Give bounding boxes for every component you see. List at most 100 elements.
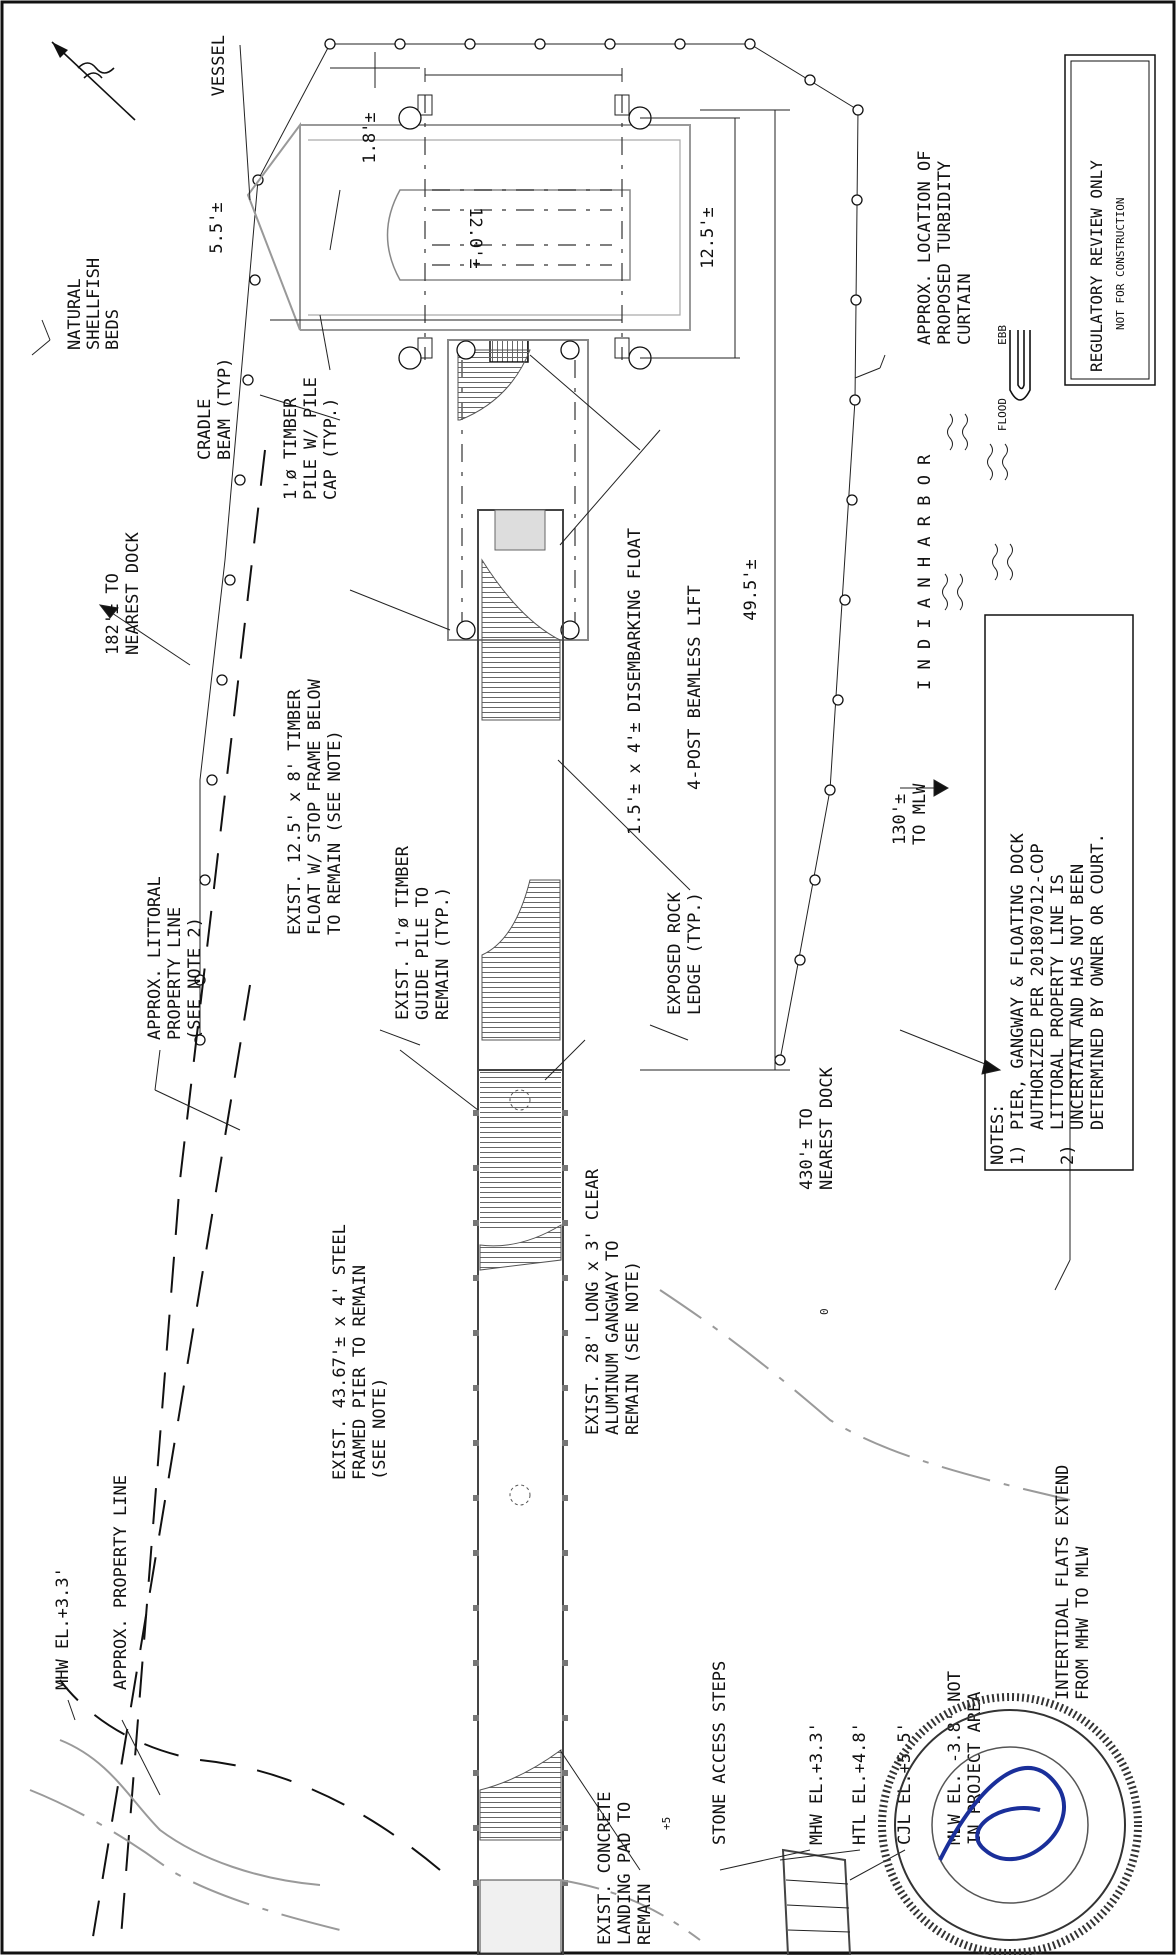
existing-float [447, 339, 589, 641]
leader-lines [31, 44, 1071, 1881]
curtain-float-dot [794, 954, 806, 966]
pier-post [473, 1715, 479, 1721]
curtain-float-dot [839, 594, 851, 606]
curtain-float-dot [832, 694, 844, 706]
pier-post [473, 1275, 479, 1281]
pier-label-3: (SEE NOTE) [370, 1378, 390, 1480]
gangway-label-2: ALUMINUM GANGWAY TO [603, 1241, 623, 1435]
not-for-construction-label: NOT FOR CONSTRUCTION [1114, 198, 1127, 330]
curtain-float-dot [774, 1054, 786, 1066]
pier-post [562, 1605, 568, 1611]
dim-1-8: 1.8'± [360, 112, 380, 163]
indian-harbor-label: I N D I A N H A R B O R [915, 454, 935, 690]
pier-post [473, 1330, 479, 1336]
contour-plus5-label: +5 [660, 1817, 673, 1830]
notes-box [984, 614, 1134, 1171]
curtain-float-dot [216, 674, 228, 686]
note-2-number: 2) [1058, 1145, 1078, 1165]
ebb-flood-icon [1009, 330, 1031, 401]
curtain-float-dot [851, 194, 863, 206]
pier-post [473, 1385, 479, 1391]
pier-label-2: FRAMED PIER TO REMAIN [350, 1265, 370, 1480]
curtain-float-dot [849, 394, 861, 406]
pier-post [562, 1550, 568, 1556]
dock-430-label-2: NEAREST DOCK [817, 1066, 837, 1190]
curtain-float-dot [604, 38, 616, 50]
landing-label-1: EXIST. CONCRETE [595, 1791, 615, 1945]
timber-pile-label-1: 1'ø TIMBER [281, 397, 301, 500]
ebb-label: EBB [996, 325, 1009, 345]
rock-label-2: LEDGE (TYP.) [685, 892, 705, 1015]
note-2-line-a: LITTORAL PROPERTY LINE IS [1048, 874, 1068, 1130]
curtain-float-dot [852, 104, 864, 116]
vessel-outline [246, 121, 691, 331]
aluminum-gangway [477, 509, 564, 1071]
disembark-float-label: 1.5'± x 4'± DISEMBARKING FLOAT [625, 528, 645, 835]
dock-182-label-1: 182'± TO [103, 573, 123, 655]
curtain-float-dot [199, 874, 211, 886]
north-arrow-icon [51, 41, 136, 121]
pier-post [562, 1275, 568, 1281]
pier-post [562, 1495, 568, 1501]
pier-post [473, 1770, 479, 1776]
curtain-float-dot [804, 74, 816, 86]
beamless-lift-label: 4-POST BEAMLESS LIFT [685, 585, 705, 790]
note-1-number: 1) [1008, 1145, 1028, 1165]
shellfish-label-3: BEDS [103, 309, 123, 350]
dim-5-5: 5.5'± [207, 202, 227, 253]
note-2-line-c: DETERMINED BY OWNER OR COURT. [1088, 833, 1108, 1130]
pier-post [562, 1165, 568, 1171]
dock-182-label-2: NEAREST DOCK [123, 531, 143, 655]
annotations: VESSEL 1.8'± 12.0'± 5.5'± 12.5'± 49.5'± … [53, 35, 1156, 1945]
water-wave-icon [942, 413, 1013, 611]
exist-float-label-2: FLOAT W/ STOP FRAME BELOW [305, 678, 325, 935]
landing-label-3: REMAIN [635, 1884, 655, 1945]
rock-label-1: EXPOSED ROCK [665, 891, 685, 1015]
pier-post [562, 1880, 568, 1886]
mlw-130-label-2: TO MLW [910, 783, 930, 845]
note-1-line-b: AUTHORIZED PER 201807012-COP [1028, 843, 1048, 1130]
turbidity-label-2: PROPOSED TURBIDITY [935, 161, 955, 345]
curtain-float-dot [809, 874, 821, 886]
pier-post [473, 1660, 479, 1666]
shellfish-label-1: NATURAL [65, 278, 85, 350]
mlw-130-label-1: 130'± [890, 794, 910, 845]
cradle-label-1: CRADLE [195, 399, 215, 460]
curtain-float-dot [846, 494, 858, 506]
pier-post [562, 1715, 568, 1721]
pier-post [473, 1880, 479, 1886]
professional-engineer-seal [878, 1693, 1142, 1955]
curtain-float-dot [249, 274, 261, 286]
pier-post [473, 1165, 479, 1171]
dim-12-0: 12.0'± [465, 207, 485, 268]
shellfish-label-2: SHELLFISH [84, 258, 104, 350]
mhw-bottom-label: MHW EL.+3.3' [807, 1722, 827, 1845]
turbidity-label-3: CURTAIN [955, 273, 975, 345]
note-1-line-a: PIER, GANGWAY & FLOATING DOCK [1008, 832, 1028, 1130]
guide-pile-label-2: GUIDE PILE TO [413, 887, 433, 1020]
pier-post [562, 1385, 568, 1391]
curtain-float-dot [224, 574, 236, 586]
pier-post [473, 1550, 479, 1556]
pier-post [473, 1605, 479, 1611]
cradle-label-2: BEAM (TYP) [215, 358, 235, 460]
landing-label-2: LANDING PAD TO [615, 1802, 635, 1945]
guide-pile-label-3: REMAIN (TYP.) [433, 887, 453, 1020]
approx-property-line-label: APPROX. PROPERTY LINE [111, 1475, 131, 1690]
mlw-label-1: MLW EL. -3.8' NOT [945, 1671, 965, 1845]
littoral-label-1: APPROX. LITTORAL [145, 876, 165, 1040]
pier-post [562, 1770, 568, 1776]
regulatory-box-inner [1070, 60, 1150, 380]
contour-0-label: 0 [818, 1308, 831, 1315]
intertidal-label-2: FROM MHW TO MLW [1073, 1546, 1093, 1700]
pier-post [473, 1825, 479, 1831]
curtain-float-dot [674, 38, 686, 50]
gangway-label-1: EXIST. 28' LONG x 3' CLEAR [583, 1168, 603, 1435]
turbidity-label-1: APPROX. LOCATION OF [915, 151, 935, 345]
boat-lift [398, 94, 652, 370]
pier-post [473, 1110, 479, 1116]
pier-post [562, 1330, 568, 1336]
